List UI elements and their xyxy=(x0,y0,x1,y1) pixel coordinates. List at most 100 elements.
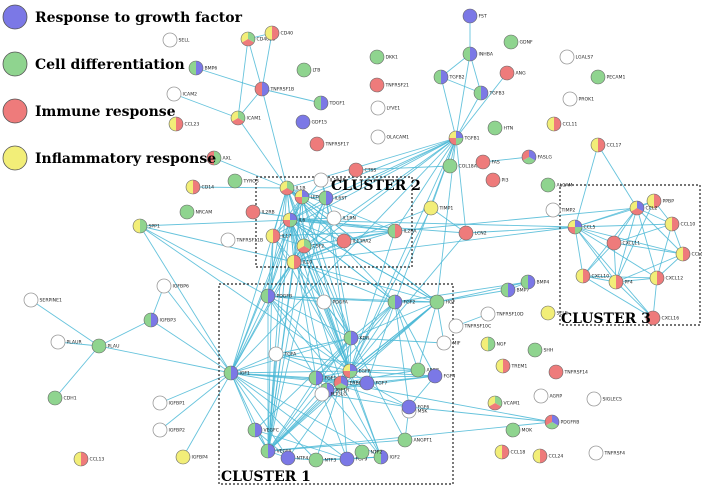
node-fgf1[interactable]: FGF1 xyxy=(308,370,336,386)
node-ccl13[interactable]: CCL13 xyxy=(73,451,104,467)
node-faslg[interactable]: FASLG xyxy=(521,149,552,165)
node-ccl18[interactable]: CCL18 xyxy=(494,444,525,460)
node-cd40[interactable]: CD40 xyxy=(264,25,293,41)
node-igfbp3[interactable]: IGFBP3 xyxy=(143,312,176,328)
node-col18a1[interactable]: COL18A1 xyxy=(442,158,480,174)
node-flt3lg[interactable]: FLT3LG xyxy=(314,386,347,402)
node-tyro3[interactable]: TYRO3 xyxy=(227,173,259,189)
node-igfbp6[interactable]: IGFBP6 xyxy=(156,278,189,294)
node-tnfrsf21[interactable]: TNFRSF21 xyxy=(369,77,409,93)
node-ltbl[interactable]: LTB xyxy=(296,62,320,78)
node-fgf6[interactable]: FGF6 xyxy=(401,399,429,415)
node-olacam1[interactable]: OLACAM1 xyxy=(370,129,409,145)
node-cxcl12[interactable]: CXCL12 xyxy=(649,270,683,286)
node-inhba[interactable]: INHBA xyxy=(462,46,494,62)
node-fgf4[interactable]: FGF4 xyxy=(427,368,455,384)
node-angpt1[interactable]: ANGPT1 xyxy=(397,432,432,448)
node-bmp6[interactable]: BMP6 xyxy=(188,60,217,76)
node-bmp7[interactable]: BMP7 xyxy=(500,282,529,298)
node-pf4[interactable]: PF4 xyxy=(608,274,633,290)
node-tgfa[interactable]: TGFA xyxy=(268,346,297,362)
node-pecam1[interactable]: PECAM1 xyxy=(590,69,625,85)
node-vegfa[interactable]: VEGFA xyxy=(260,443,292,459)
node-ntf4[interactable]: NTF4 xyxy=(280,450,308,466)
node-mif[interactable]: MIF xyxy=(436,335,461,351)
node-tnfrsf14[interactable]: TNFRSF14 xyxy=(548,364,588,380)
node-ccl2[interactable]: CCL2 xyxy=(629,200,657,216)
node-ctss[interactable]: CTSS xyxy=(348,162,376,178)
node-ccl5[interactable]: CCL5 xyxy=(567,219,595,235)
node-ccl23[interactable]: CCL23 xyxy=(168,116,199,132)
node-cd14[interactable]: CD14 xyxy=(185,179,214,195)
node-timp1[interactable]: TIMP1 xyxy=(423,200,453,216)
node-tnfrsf1b[interactable]: TNFRSF1B xyxy=(254,81,294,97)
node-tnfrsf4[interactable]: TNFRSF4 xyxy=(588,445,625,461)
node-tnfrsf11b[interactable]: TNFRSF11B xyxy=(220,232,263,248)
node-igfbp2[interactable]: IGFBP2 xyxy=(152,422,185,438)
node-erbb2[interactable]: ERBB2 xyxy=(333,375,365,391)
node-serpine1[interactable]: SERPINE1 xyxy=(23,292,62,308)
node-il10[interactable]: IL10 xyxy=(286,254,312,270)
node-egfr[interactable]: EGFR xyxy=(342,363,372,379)
node-igf1[interactable]: IGF1 xyxy=(223,365,250,381)
node-htn[interactable]: HTN xyxy=(487,120,513,136)
node-tnfrsf17[interactable]: TNFRSF17 xyxy=(309,136,349,152)
node-cdh1[interactable]: CDH1 xyxy=(47,390,77,406)
node-igf2[interactable]: IGF2 xyxy=(373,449,400,465)
node-tgfb3[interactable]: TGFB3 xyxy=(473,85,505,101)
node-gdf15[interactable]: GDF15 xyxy=(295,114,327,130)
node-shh[interactable]: SHH xyxy=(527,342,553,358)
node-agrp[interactable]: AGRP xyxy=(533,388,562,404)
node-ccl10[interactable]: CCL10 xyxy=(664,216,695,232)
node-lgals7[interactable]: LGALS7 xyxy=(559,49,593,65)
node-il2rb[interactable]: IL2RB xyxy=(245,204,275,220)
node-ngf[interactable]: NGF xyxy=(480,336,506,352)
node-siglec5[interactable]: SIGLEC5 xyxy=(586,391,622,407)
node-il1rn[interactable]: IL1RN xyxy=(326,210,356,226)
node-trem1[interactable]: TREM1 xyxy=(495,358,527,374)
node-fgf7[interactable]: FGF7 xyxy=(359,375,387,391)
node-fas[interactable]: FAS xyxy=(475,154,500,170)
node-bmp4[interactable]: BMP4 xyxy=(520,274,549,290)
node-ppbp[interactable]: PPBP xyxy=(646,193,674,209)
node-axl[interactable]: AXL xyxy=(206,150,232,166)
node-gdnf[interactable]: GDNF xyxy=(503,34,533,50)
node-ccl24[interactable]: CCL24 xyxy=(532,448,563,464)
node-tnfrsf10d[interactable]: TNFRSF10D xyxy=(480,306,524,322)
node-il6st[interactable]: IL6ST xyxy=(318,190,347,206)
node-ccl11[interactable]: CCL11 xyxy=(546,116,577,132)
node-igfbp4[interactable]: IGFBP4 xyxy=(175,449,208,465)
node-pdgfrb[interactable]: PDGFRB xyxy=(544,414,579,430)
node-pdgfb[interactable]: PDGFB xyxy=(260,288,292,304)
node-fgf9[interactable]: FGF9 xyxy=(339,451,367,467)
node-timp2[interactable]: TIMP2 xyxy=(545,202,575,218)
node-igfbp1[interactable]: IGFBP1 xyxy=(152,395,185,411)
node-ccl1[interactable]: CCL1 xyxy=(675,246,702,262)
node-il1rap[interactable]: IL1RAP xyxy=(313,172,345,188)
node-lcn2[interactable]: LCN2 xyxy=(458,225,487,241)
node-csf2[interactable]: CSF2 xyxy=(296,238,324,254)
node-sell[interactable]: SELL xyxy=(162,32,190,48)
node-dkk1[interactable]: DKK1 xyxy=(369,49,398,65)
node-sele[interactable]: SELE xyxy=(540,305,568,321)
node-hgf[interactable]: HGF xyxy=(429,294,456,310)
node-topb2[interactable]: TGFB2 xyxy=(433,69,465,85)
node-cxcl10[interactable]: CXCL10 xyxy=(575,268,609,284)
node-plaur[interactable]: PLAUR xyxy=(50,334,82,350)
node-il1b[interactable]: IL1B xyxy=(279,180,306,196)
node-spp1[interactable]: SPP1 xyxy=(132,218,160,234)
node-ccl17[interactable]: CCL17 xyxy=(590,137,621,153)
node-lyve1[interactable]: LYVE1 xyxy=(370,100,400,116)
node-lep[interactable]: LEP xyxy=(294,189,319,205)
node-fgf2[interactable]: FGF2 xyxy=(387,294,415,310)
node-tgfb1[interactable]: TGFB1 xyxy=(448,130,480,146)
node-il6[interactable]: IL6 xyxy=(282,212,305,228)
node-ntf2[interactable]: NTF2 xyxy=(354,444,382,460)
node-cxcl11[interactable]: CXCL11 xyxy=(606,235,640,251)
node-cxcl16[interactable]: CXCL16 xyxy=(645,310,679,326)
node-cd40lg[interactable]: CD40LG xyxy=(240,31,276,47)
node-icam1[interactable]: ICAM1 xyxy=(230,110,261,126)
node-kdr[interactable]: KDR xyxy=(343,330,370,346)
node-icam2[interactable]: ICAM2 xyxy=(166,86,197,102)
node-ntf3[interactable]: NTF3 xyxy=(308,452,336,468)
